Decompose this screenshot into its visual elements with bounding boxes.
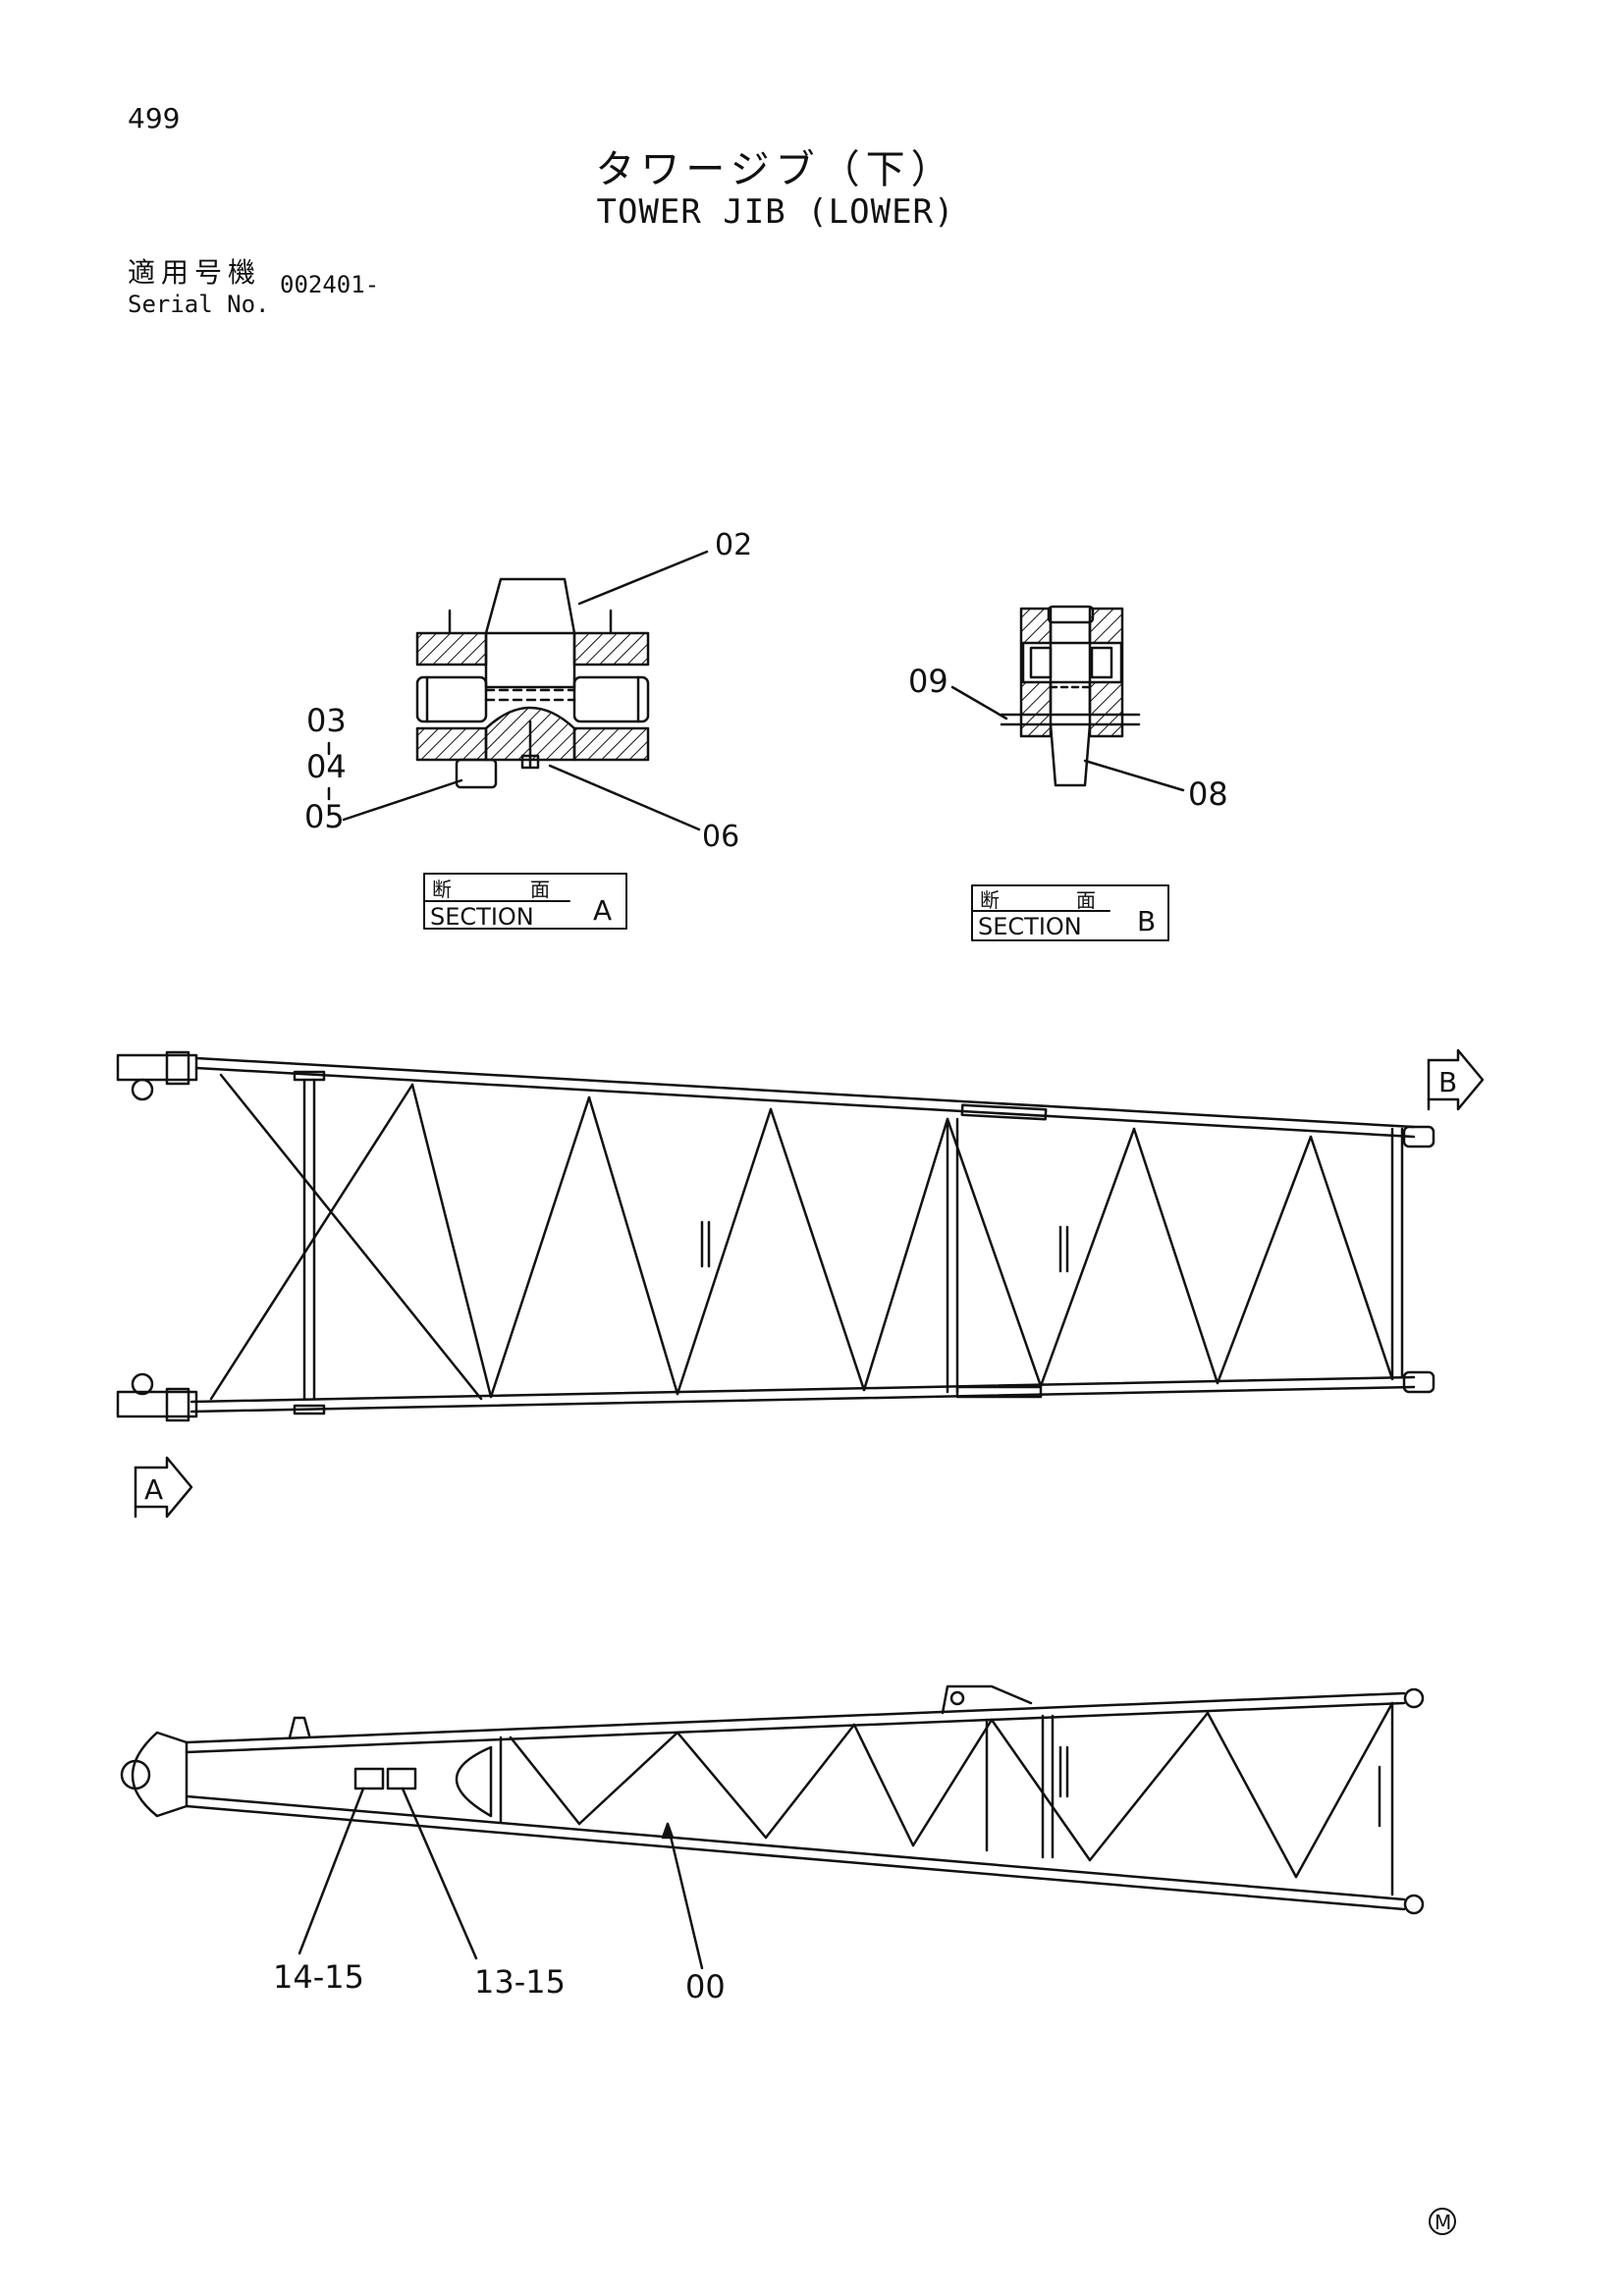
view-arrow-a-letter: A (144, 1473, 163, 1506)
page-number: 499 (128, 102, 181, 134)
section-a-letter: A (593, 894, 612, 927)
jib-side-view (116, 1050, 1435, 1422)
title-japanese: タワージブ（下） (595, 147, 956, 192)
section-b-kanji-right: 面 (1076, 888, 1096, 912)
view-arrow-b (1427, 1048, 1485, 1111)
circled-mark-letter: M (1435, 2211, 1451, 2234)
jib-plan-view (120, 1684, 1425, 1970)
callout-03: 03 (306, 702, 347, 739)
section-b-label: SECTION (978, 913, 1082, 940)
callout-09: 09 (908, 663, 948, 700)
callout-14-15: 14-15 (273, 1958, 364, 1996)
serial-label-japanese: 適用号機 (128, 256, 262, 289)
section-a-detail (327, 550, 709, 930)
view-arrow-a (134, 1456, 193, 1519)
callout-00: 00 (685, 1968, 726, 2005)
title-english: TOWER JIB (LOWER) (596, 192, 955, 232)
section-a-label: SECTION (430, 903, 534, 931)
serial-number-value: 002401- (280, 271, 380, 298)
callout-13-15: 13-15 (474, 1963, 566, 2001)
section-b-letter: B (1137, 905, 1156, 937)
section-a-kanji-left: 断 (432, 878, 452, 901)
callout-02: 02 (715, 528, 752, 562)
section-b-detail (950, 605, 1185, 941)
callout-05: 05 (304, 798, 345, 835)
circled-mark (1429, 2208, 1456, 2235)
serial-label-english: Serial No. (128, 291, 270, 318)
callout-04: 04 (306, 748, 347, 785)
section-b-kanji-left: 断 (980, 888, 1000, 912)
callout-06: 06 (702, 820, 739, 854)
callout-08: 08 (1188, 775, 1228, 813)
section-a-kanji-right: 面 (530, 878, 550, 901)
view-arrow-b-letter: B (1438, 1066, 1457, 1098)
